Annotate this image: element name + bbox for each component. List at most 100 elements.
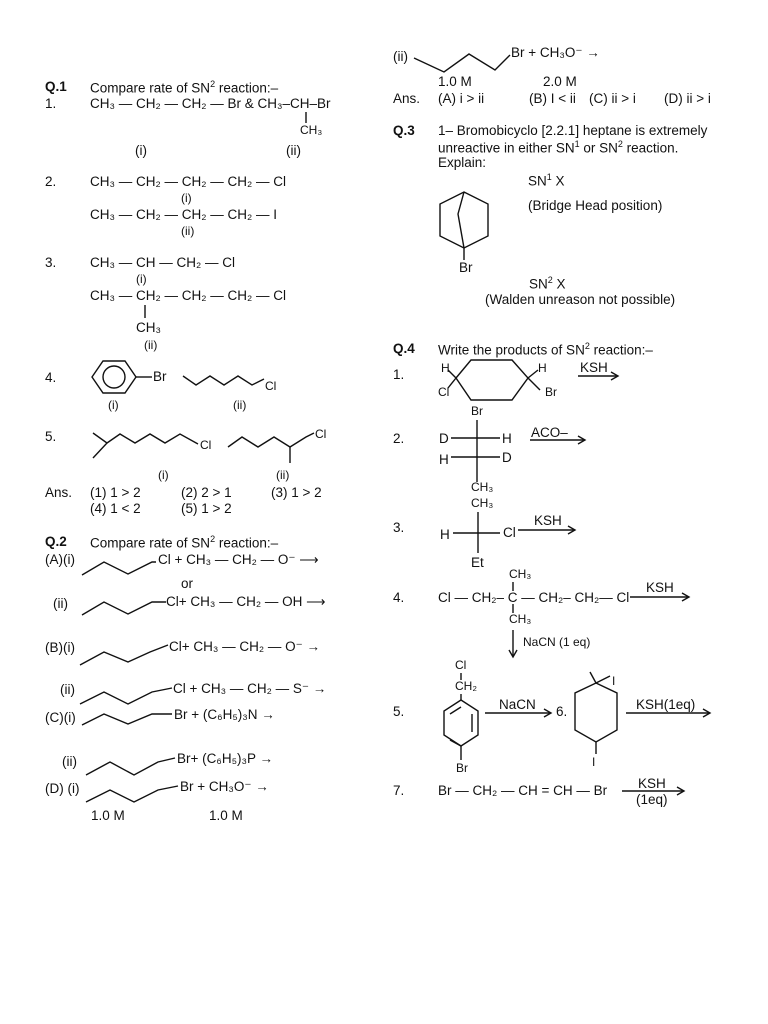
q4-r4-number: 4. xyxy=(393,590,405,605)
q1-part2-formula-i: CH₃ — CH₂ — CH₂ — CH₂ — Cl xyxy=(90,174,286,189)
q2-chain-structures xyxy=(79,561,179,803)
q1-part3-formula-ii: CH₃ — CH₂ — CH₂ — CH₂ — Cl xyxy=(90,288,286,303)
q4-r1-chloro: Cl xyxy=(438,385,450,399)
q4-r1-cyclohexane xyxy=(447,359,620,401)
q4-r5-bromo: Br xyxy=(456,761,468,775)
q1-part1-bond xyxy=(305,112,307,123)
q3-walden-note: (Walden unreason not possible) xyxy=(485,292,676,307)
q1-part5-chloro-i: Cl xyxy=(200,438,212,452)
q1-title: Compare rate of SN2 reaction:– xyxy=(90,79,279,96)
q3-line-2: unreactive in either SN1 or SN2 reaction… xyxy=(438,139,679,156)
q1-part2-formula-ii: CH₃ — CH₂ — CH₂ — CH₂ — I xyxy=(90,207,277,222)
q3-sn2-label: SN2 X xyxy=(529,275,566,292)
q1-answer-1: (1) 1 > 2 xyxy=(90,485,141,500)
q4-r5-reagent: NaCN xyxy=(499,697,536,712)
q1-part4-bromo: Br xyxy=(153,369,167,384)
q1-answer-3: (3) 1 > 2 xyxy=(271,485,322,500)
q4-r4-down-reagent: NaCN (1 eq) xyxy=(523,635,591,649)
q4-r3-reagent: KSH xyxy=(534,513,562,528)
q4-title: Write the products of SN2 reaction:– xyxy=(438,341,653,358)
q4-r2-number: 2. xyxy=(393,431,405,446)
q4-r4-reagent: KSH xyxy=(646,580,674,595)
q2-Bi-reaction: Cl+ CH₃ — CH₂ — O⁻ → xyxy=(169,639,320,654)
q2-Ci-label: (C)(i) xyxy=(45,710,76,725)
q1-part5-label-ii: (ii) xyxy=(276,468,290,482)
q1-part3-formula-i: CH₃ — CH — CH₂ — Cl xyxy=(90,255,235,270)
benzene-ring-structure xyxy=(91,360,265,394)
q4-r3-hydrogen: H xyxy=(440,527,450,542)
q2-Dii-label: (ii) xyxy=(393,49,408,64)
q2-number: Q.2 xyxy=(45,534,67,549)
q2-Di-reaction: Br + CH₃O⁻ → xyxy=(180,779,269,794)
q1-answer-2: (2) 2 > 1 xyxy=(181,485,232,500)
q2-Cii-reaction: Br+ (C₆H₅)₃P → xyxy=(177,751,274,766)
q4-r2-bromo: Br xyxy=(471,404,483,418)
q2-Aii-reaction: Cl+ CH₃ — CH₂ — OH ⟶ xyxy=(166,594,326,609)
q3-bromo: Br xyxy=(459,260,473,275)
q4-r7-arrow xyxy=(622,786,686,796)
q1-part2-label-ii: (ii) xyxy=(181,224,195,238)
q1-part2-label-i: (i) xyxy=(181,191,192,205)
q2-answer-A: (A) i > ii xyxy=(438,91,485,106)
q3-number: Q.3 xyxy=(393,123,415,138)
q4-r4-methyl-bottom: CH₃ xyxy=(509,612,532,626)
q3-bridge-head-note: (Bridge Head position) xyxy=(528,198,663,213)
q4-r1-number: 1. xyxy=(393,367,405,382)
q4-r2-hydrogen-bottom: H xyxy=(439,452,449,467)
q4-r2-reagent: ACO– xyxy=(531,425,568,440)
q4-r6-reagent: KSH(1eq) xyxy=(636,697,696,712)
q4-r2-fischer xyxy=(451,420,587,482)
q4-r7-number: 7. xyxy=(393,783,405,798)
q1-part4-label-ii: (ii) xyxy=(233,398,247,412)
q4-r4-methyl-top: CH₃ xyxy=(509,567,532,581)
q1-part5-number: 5. xyxy=(45,429,57,444)
q4-r7-reagent: KSH xyxy=(638,776,666,791)
q1-part3-number: 3. xyxy=(45,255,57,270)
q1-part1-methyl: CH₃ xyxy=(300,123,323,137)
q2-Dii-conc-1: 1.0 M xyxy=(438,74,472,89)
q2-title: Compare rate of SN2 reaction:– xyxy=(90,534,279,551)
q3-line-1: 1– Bromobicyclo [2.2.1] heptane is extre… xyxy=(438,123,708,138)
q2-answer-B: (B) I < ii xyxy=(529,91,576,106)
q1-answer-label: Ans. xyxy=(45,485,73,500)
q2-Bii-label: (ii) xyxy=(60,682,75,697)
q1-part3-label-ii: (ii) xyxy=(144,338,158,352)
q4-r7-equivalent: (1eq) xyxy=(636,792,668,807)
q4-r6-iodo-top: I xyxy=(612,674,616,688)
q2-answer-D: (D) ii > i xyxy=(664,91,711,106)
q4-r1-hydrogen-right: H xyxy=(538,361,547,375)
q2-or: or xyxy=(181,576,194,591)
q4-r3-methyl: CH₃ xyxy=(471,496,494,510)
q4-r5-chloro: Cl xyxy=(455,658,467,672)
q3-line-3: Explain: xyxy=(438,155,487,170)
q4-r3-fischer xyxy=(453,512,577,553)
q4-r4-formula: Cl — CH₂– C — CH₂– CH₂— Cl xyxy=(438,590,630,605)
q2-answer-label: Ans. xyxy=(393,91,421,106)
q4-r3-number: 3. xyxy=(393,520,405,535)
q1-part1-number: 1. xyxy=(45,96,57,111)
q4-r1-reagent: KSH xyxy=(580,360,608,375)
q4-r6-number: 6. xyxy=(556,704,568,719)
q4-r2-deuterium-bottom: D xyxy=(502,450,512,465)
q2-Bii-reaction: Cl + CH₃ — CH₂ — S⁻ → xyxy=(173,681,327,696)
q1-part1-label-ii: (ii) xyxy=(286,143,301,158)
q4-r1-bromo: Br xyxy=(545,385,557,399)
q1-number: Q.1 xyxy=(45,79,67,94)
q4-r6-cyclohexane xyxy=(574,671,712,754)
q2-answer-C: (C) ii > i xyxy=(589,91,636,106)
q3-sn1-label: SN1 X xyxy=(528,172,565,189)
q4-r1-hydrogen-left: H xyxy=(441,361,450,375)
q4-r5-methylene: CH₂ xyxy=(455,679,477,693)
q2-Dii-conc-2: 2.0 M xyxy=(543,74,577,89)
q1-part5-label-i: (i) xyxy=(158,468,169,482)
q4-r2-hydrogen-top: H xyxy=(502,431,512,446)
q4-r5-benzyl-structure xyxy=(443,673,553,760)
q4-r6-iodo-bottom: I xyxy=(592,755,596,769)
q2-Di-conc-2: 1.0 M xyxy=(209,808,243,823)
q2-Ai-reaction: Cl + CH₃ — CH₂ — O⁻ ⟶ xyxy=(158,552,319,567)
q2-Di-label: (D) (i) xyxy=(45,781,80,796)
q4-r3-ethyl: Et xyxy=(471,555,484,570)
q2-Ci-reaction: Br + (C₆H₅)₃N → xyxy=(174,707,275,722)
q1-part4-chloro: Cl xyxy=(265,379,277,393)
q4-r4-bonds xyxy=(508,582,691,659)
